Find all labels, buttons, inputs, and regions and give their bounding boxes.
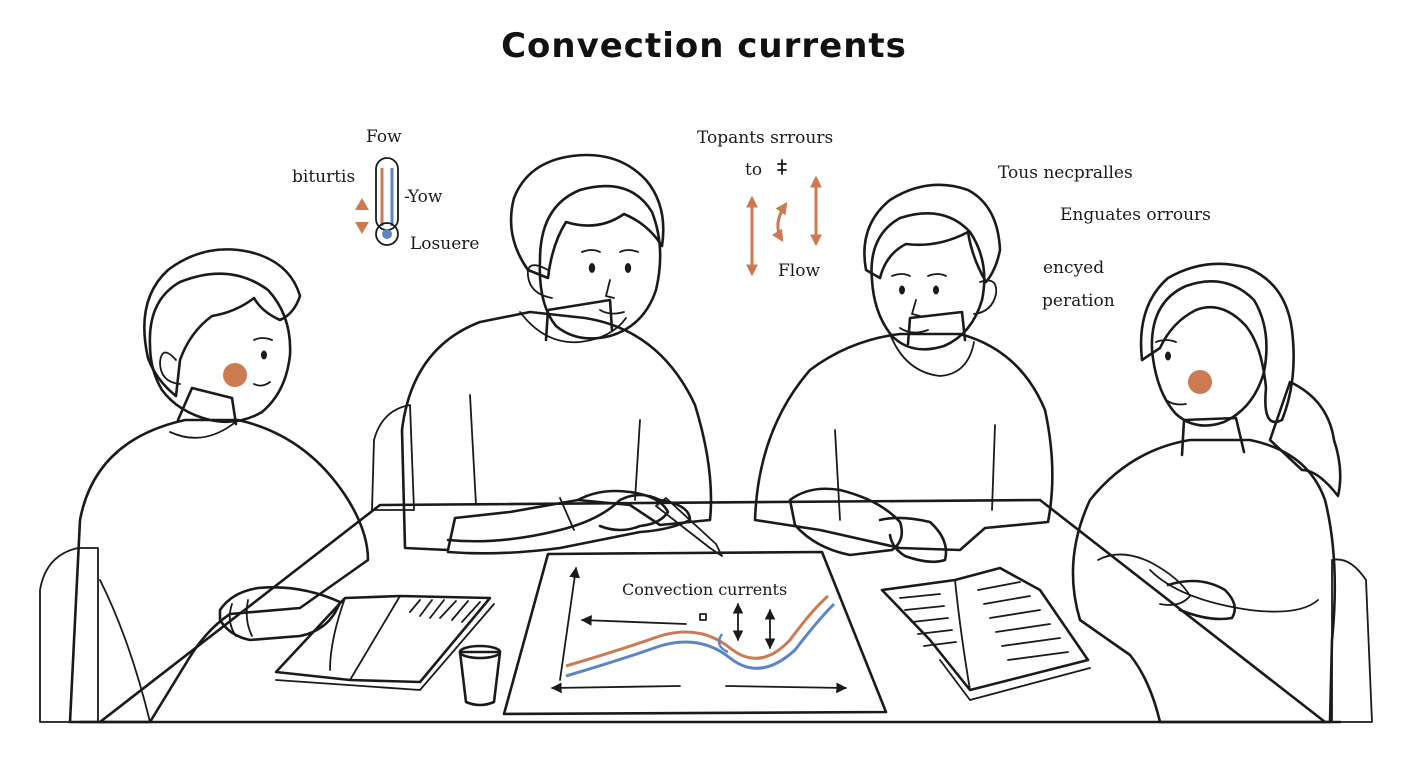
- person-white-sweater-left: [400, 153, 723, 557]
- pencil: [655, 497, 723, 557]
- person-blue-sweater: [68, 248, 370, 724]
- paper-caption: Convection currents: [622, 580, 788, 599]
- open-book-right: [880, 566, 1091, 701]
- chair-left: [39, 547, 99, 723]
- label-encyed: encyed: [1043, 258, 1105, 278]
- label-to: to: [745, 160, 763, 180]
- label-peration: peration: [1042, 291, 1115, 311]
- person-white-sweater-right: [753, 183, 1054, 564]
- diagram-paper: [502, 550, 888, 716]
- person-dark-sweater: [1071, 262, 1342, 724]
- thermometer: [355, 157, 399, 246]
- label-tous: Tous necpralles: [998, 163, 1133, 183]
- label-topants: Topants srrours: [697, 128, 834, 148]
- label-losuere: Losuere: [410, 234, 480, 254]
- chair-back-middle: [371, 404, 415, 511]
- label-flow: Flow: [778, 261, 821, 281]
- label-yow: -Yow: [404, 187, 443, 207]
- label-fow: Fow: [366, 127, 402, 147]
- label-biturtis: biturtis: [292, 167, 356, 187]
- page-title: Convection currents: [501, 26, 907, 66]
- cup: [458, 644, 502, 707]
- flow-arrows: [746, 159, 822, 277]
- open-book-left: [274, 594, 495, 691]
- chair-right: [1331, 558, 1373, 723]
- table: [98, 498, 1327, 724]
- label-enguates: Enguates orrours: [1060, 205, 1211, 225]
